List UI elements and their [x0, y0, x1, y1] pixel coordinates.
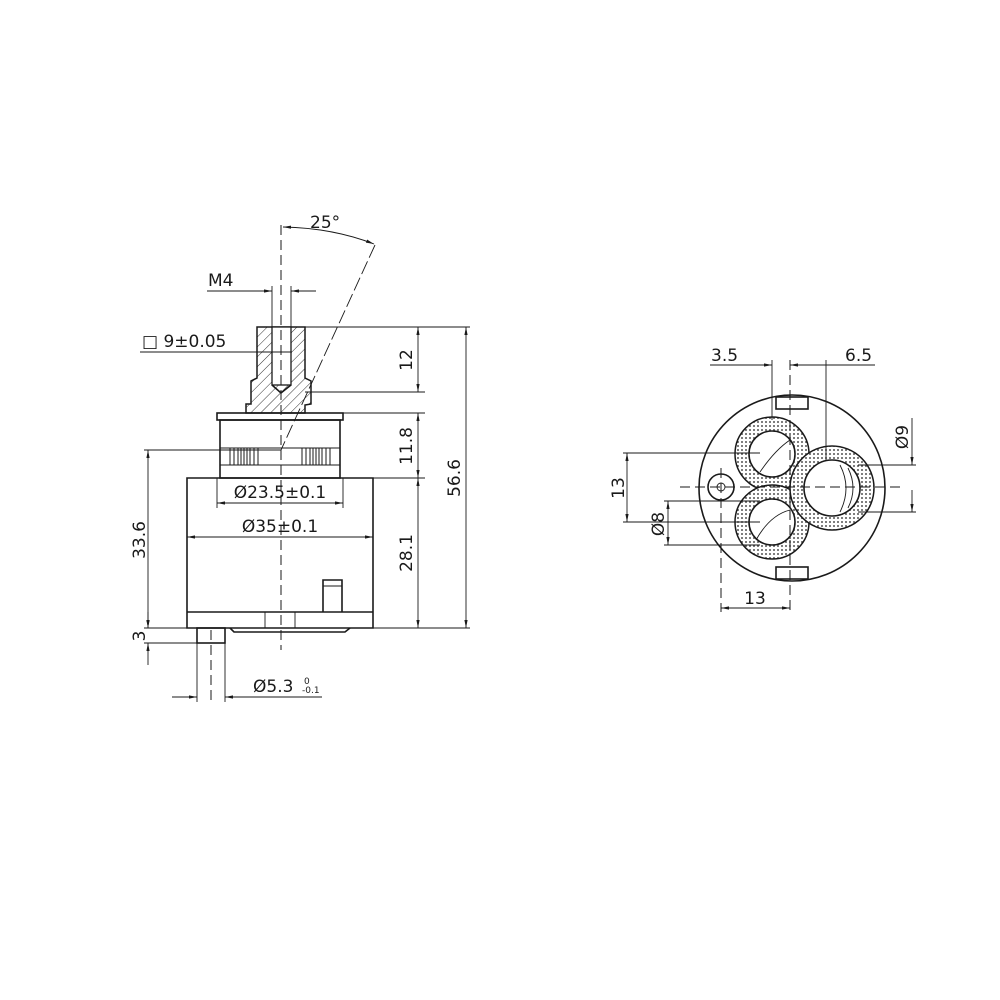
angle-label: 25°	[310, 213, 340, 233]
upper-inlet-hole	[748, 430, 796, 478]
pin-tolerance-lower: -0.1	[302, 686, 320, 696]
outlet-hole	[803, 459, 861, 517]
thread-label: M4	[208, 271, 233, 291]
small-hole-diameter-label: Ø8	[649, 512, 669, 536]
square-label: □ 9±0.05	[142, 332, 226, 352]
body-diameter-label: Ø35±0.1	[242, 517, 318, 537]
teeth-right	[301, 448, 331, 465]
pin	[196, 627, 226, 644]
body-height-label: 28.1	[397, 534, 417, 572]
stem-height-label: 12	[397, 349, 417, 371]
pin-tolerance-upper: 0	[304, 677, 310, 687]
teeth-left	[229, 448, 259, 465]
body-height-2-label: 33.6	[130, 521, 150, 559]
body-outline	[698, 394, 886, 582]
total-height-label: 56.6	[445, 459, 465, 497]
side-view: 25° M4 □ 9±0.05 12 11.8 28.1 56.6 33.6 3…	[130, 213, 470, 702]
bottom-view: 3.5 6.5 Ø9 13 Ø8 13	[609, 346, 916, 612]
collar-height-label: 11.8	[397, 427, 417, 465]
top-plate	[216, 412, 344, 421]
offset-right-label: 6.5	[845, 346, 872, 366]
vertical-spacing-label: 13	[609, 477, 629, 499]
horizontal-spacing-label: 13	[744, 589, 766, 609]
pin-diameter-label: Ø5.3	[253, 677, 293, 697]
top-slot	[775, 396, 809, 410]
body-notch	[322, 579, 343, 612]
pin-height-label: 3	[130, 631, 150, 642]
large-hole-diameter-label: Ø9	[893, 425, 913, 449]
offset-left-label: 3.5	[711, 346, 738, 366]
bottom-slot	[775, 566, 809, 580]
upper-diameter-label: Ø23.5±0.1	[234, 483, 327, 503]
